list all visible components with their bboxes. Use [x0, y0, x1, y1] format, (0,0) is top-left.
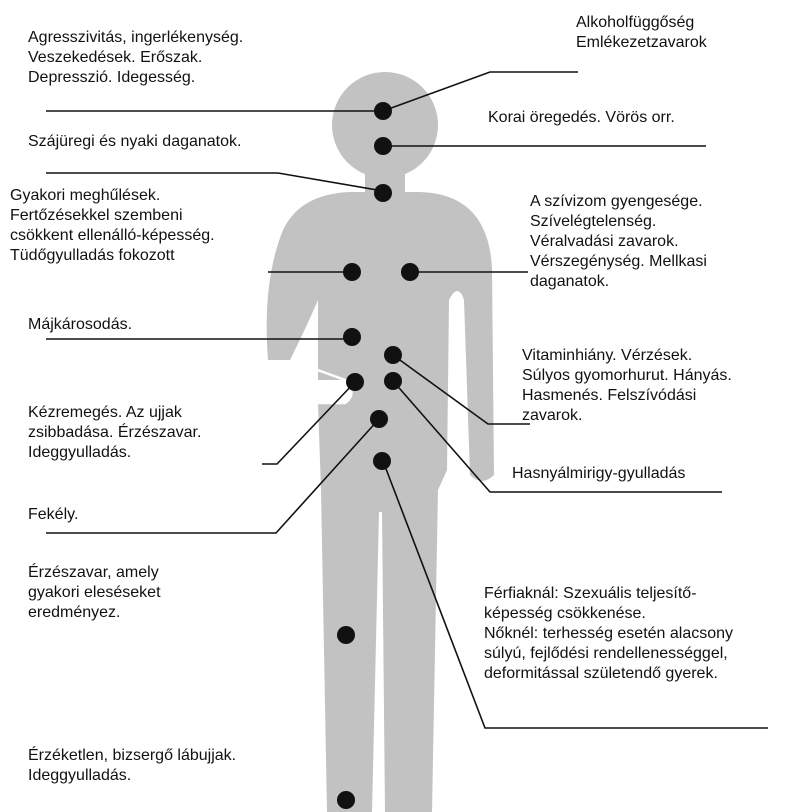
dot-hand [346, 373, 364, 391]
dot-lung [343, 263, 361, 281]
dot-throat [374, 184, 392, 202]
label-reproductive: Férfiaknál: Szexuális teljesítő- képessé… [484, 584, 733, 684]
dot-foot [337, 791, 355, 809]
label-colds: Gyakori meghűlések. Fertőzésekkel szembe… [10, 186, 215, 266]
label-heart: A szívizom gyengesége. Szívelégtelenség.… [530, 192, 707, 292]
label-toes: Érzéketlen, bizsergő lábujjak. Ideggyull… [28, 746, 236, 786]
dot-head [374, 102, 392, 120]
dot-heart [401, 263, 419, 281]
torso-and-arms [267, 192, 494, 812]
dot-face [374, 137, 392, 155]
dot-pelvis [373, 452, 391, 470]
dot-duodenum [370, 410, 388, 428]
human-silhouette [267, 72, 494, 812]
label-oral-cancer: Szájüregi és nyaki daganatok. [28, 132, 241, 152]
head [332, 72, 438, 178]
label-ulcer: Fekély. [28, 505, 78, 525]
label-aggression: Agresszivitás, ingerlékenység. Veszekedé… [28, 28, 243, 88]
dot-thigh [337, 626, 355, 644]
dot-liver [343, 328, 361, 346]
label-vitamin: Vitaminhiány. Vérzések. Súlyos gyomorhur… [522, 346, 732, 426]
label-aging: Korai öregedés. Vörös orr. [488, 108, 675, 128]
label-tremor: Kézremegés. Az ujjak zsibbadása. Érzésza… [28, 403, 201, 463]
dot-stomach [384, 346, 402, 364]
label-liver: Májkárosodás. [28, 315, 132, 335]
dot-pancreas [384, 372, 402, 390]
label-falls: Érzészavar, amely gyakori eleséseket ere… [28, 563, 161, 623]
label-pancreas: Hasnyálmirigy-gyulladás [512, 464, 685, 484]
label-alcohol: Alkoholfüggőség Emlékezetzavarok [576, 13, 707, 53]
